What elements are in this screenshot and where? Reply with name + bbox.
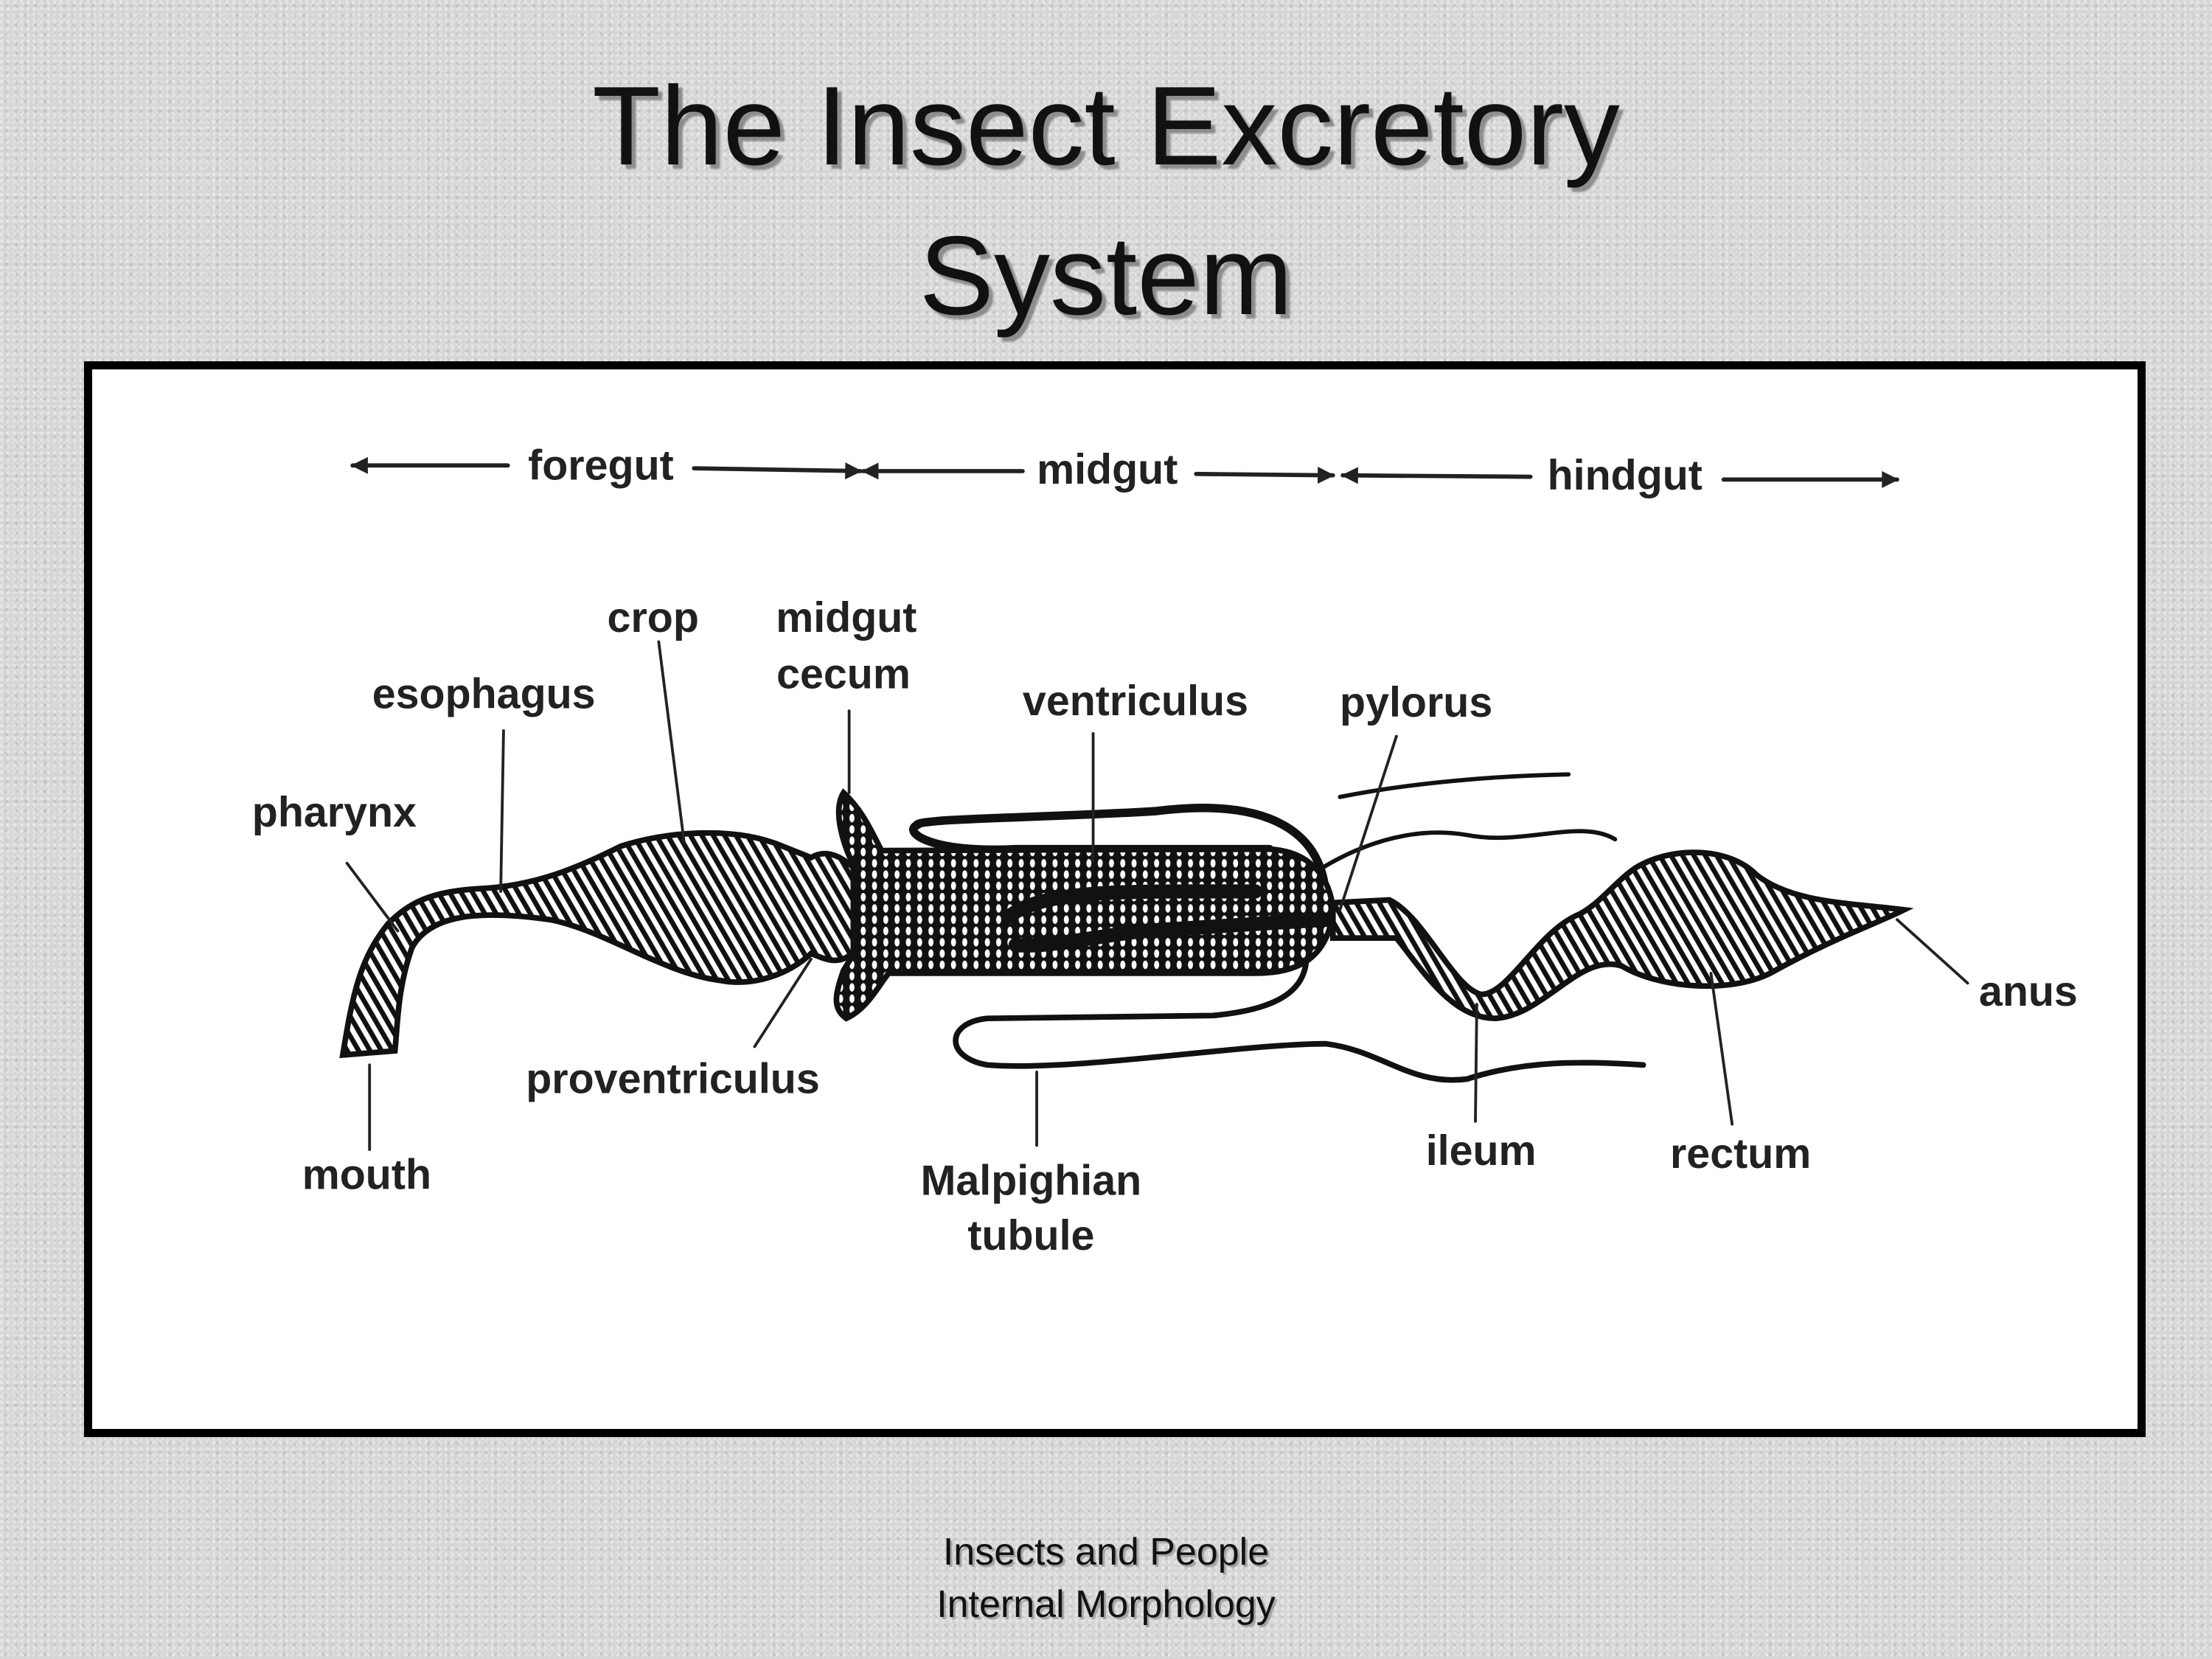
foregut-arrow-right bbox=[692, 462, 863, 480]
footer-course: Insects and People bbox=[942, 1531, 1270, 1573]
midgut-label: midgut bbox=[1037, 446, 1178, 493]
label-midgut-cecum-1: midgut bbox=[776, 594, 917, 641]
label-proventriculus: proventriculus bbox=[526, 1056, 820, 1103]
label-pharynx: pharynx bbox=[252, 789, 417, 836]
hindgut-label: hindgut bbox=[1548, 452, 1703, 499]
label-mouth: mouth bbox=[302, 1152, 431, 1199]
slide-title-line1: The Insect Excretory bbox=[592, 63, 1620, 189]
foregut-shape bbox=[339, 830, 857, 1059]
midgut-arrow-right bbox=[1194, 466, 1335, 484]
label-malpighian-2: tubule bbox=[967, 1212, 1094, 1259]
label-pylorus: pylorus bbox=[1340, 679, 1492, 726]
foregut-label: foregut bbox=[528, 442, 674, 489]
leader-lines bbox=[345, 640, 1969, 1152]
hindgut-shape bbox=[1329, 849, 1914, 1022]
footer-topic: Internal Morphology bbox=[936, 1583, 1276, 1626]
label-midgut-cecum-2: cecum bbox=[776, 651, 911, 698]
label-ileum: ileum bbox=[1426, 1127, 1537, 1175]
midgut-shape bbox=[833, 788, 1336, 1022]
label-esophagus: esophagus bbox=[372, 670, 596, 717]
slide-title-line2: System bbox=[919, 213, 1293, 338]
label-ventriculus: ventriculus bbox=[1023, 678, 1248, 725]
hindgut-arrow-left bbox=[1340, 467, 1533, 484]
region-arrows bbox=[350, 456, 1899, 488]
label-rectum: rectum bbox=[1670, 1130, 1811, 1178]
label-crop: crop bbox=[608, 594, 699, 641]
label-malpighian-1: Malpighian bbox=[921, 1157, 1142, 1204]
label-anus: anus bbox=[1979, 968, 2078, 1015]
